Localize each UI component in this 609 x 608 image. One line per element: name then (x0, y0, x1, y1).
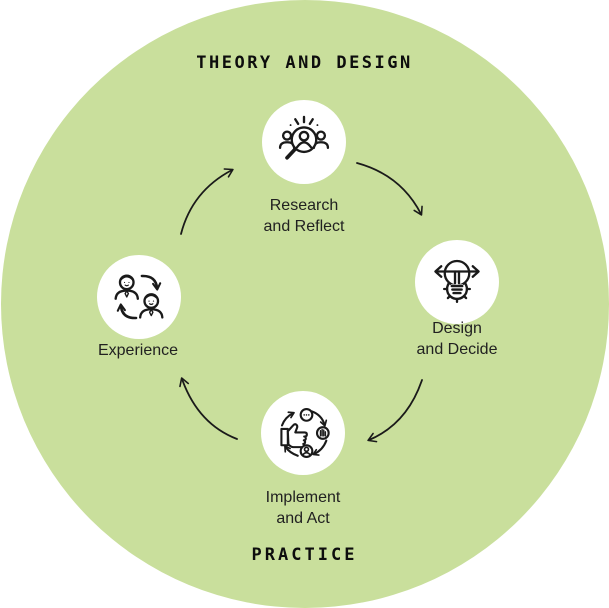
design-lightbulb-gear-arrows-icon (434, 259, 480, 303)
practice-heading: PRACTICE (251, 545, 358, 565)
theory-and-design-heading: THEORY AND DESIGN (196, 53, 413, 73)
experience-people-exchange-icon (114, 274, 164, 320)
node-research (262, 100, 346, 184)
node-label-experience: Experience (97, 342, 179, 359)
node-experience (97, 255, 181, 339)
node-design (415, 240, 499, 324)
research-magnifier-people-icon (278, 115, 330, 160)
implement-thumbs-up-cycle-icon (280, 408, 330, 458)
node-label-research: Research and Reflect (263, 197, 345, 235)
node-label-implement: Implement and Act (265, 489, 341, 527)
node-implement (261, 391, 345, 475)
node-label-design: Design and Decide (416, 320, 498, 358)
